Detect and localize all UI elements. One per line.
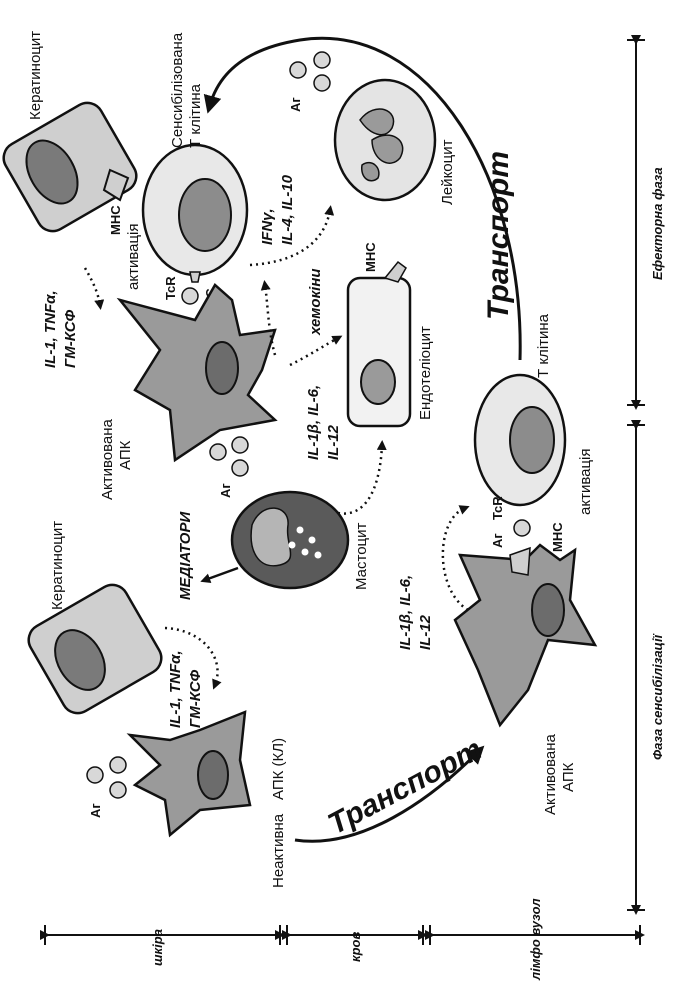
mast-cell: Мастоцит: [232, 492, 370, 590]
activated-apc-upper-label-1: Активована: [99, 418, 116, 500]
cytokines-t-2: IL-4, IL-10: [279, 174, 296, 245]
keratinocyte-top-label: Кератиноцит: [27, 31, 44, 120]
cytokines-apc-upper-1: IL-1β, IL-6,: [305, 385, 322, 460]
activation-top-label: активація: [125, 223, 142, 290]
mediators-label: МЕДІАТОРИ: [177, 511, 194, 600]
tcr-top-label: TcR: [163, 276, 178, 300]
leukocyte: Лейкоцит: [335, 80, 456, 205]
activated-apc-lower-label-2: АПК: [560, 762, 577, 792]
cytokines-apc-lower-1: IL-1β, IL-6,: [397, 575, 414, 650]
keratinocyte-bottom-label: Кератиноцит: [49, 521, 66, 610]
zone-axis: шкіра кров лімфо вузол: [45, 898, 640, 981]
endotheliocyte-label: Ендотеліоцит: [417, 326, 434, 420]
tcr-bottom-label: TcR: [490, 496, 505, 520]
activated-apc-lower-label-1: Активована: [542, 733, 559, 815]
zone-lymph-label: лімфо вузол: [528, 898, 543, 981]
t-cell-label: Т клітина: [535, 313, 552, 378]
chemokines-label: хемокіни: [307, 268, 324, 336]
mhc-top-label: MHC: [108, 205, 123, 235]
zone-skin-label: шкіра: [150, 929, 165, 966]
activated-apc-upper-label-2: АПК: [117, 440, 134, 470]
activation-bottom-label: активація: [577, 448, 594, 515]
keratinocyte-bottom: Кератиноцит: [23, 521, 167, 719]
cytokines-kerat-top-1: IL-1, TNFα,: [42, 290, 59, 368]
mhc-bottom-label: MHC: [550, 522, 565, 552]
effector-phase-label: Ефекторна фаза: [650, 167, 665, 280]
endotheliocyte: MHC Ендотеліоцит: [348, 242, 434, 426]
antigen-bottom-label: Аг: [88, 803, 103, 818]
cytokines-apc-upper-2: IL-12: [325, 424, 342, 460]
leukocyte-label: Лейкоцит: [439, 139, 456, 205]
antigen-upper-label: Аг: [218, 483, 233, 498]
mast-cell-label: Мастоцит: [353, 522, 370, 590]
transport-label-upper: Транспорт: [482, 151, 515, 320]
antigen-bottom: Аг: [87, 757, 126, 818]
t-cell: Т клітина активація TcR Аг MHC: [475, 313, 594, 552]
cytokines-kerat-bottom-1: IL-1, TNFα,: [167, 650, 184, 728]
activated-apc-lower: Активована АПК: [455, 545, 595, 815]
cytokines-apc-lower-2: IL-12: [417, 614, 434, 650]
cytokines-t-1: IFNγ,: [259, 208, 276, 245]
inactive-apc-label-2: АПК (КЛ): [270, 738, 287, 800]
phase-axis: Ефекторна фаза Фаза сенсибілізації: [627, 40, 665, 910]
antigen-top: Аг: [288, 52, 330, 112]
mediator-arrow: [205, 568, 238, 580]
cytokines-kerat-bottom-2: ГМ-КСФ: [187, 669, 204, 728]
sensitized-t-cell-label-2: Т клітина: [187, 83, 204, 148]
sensitized-t-cell-label-1: Сенсибілізована: [169, 32, 186, 148]
transport-label-lower: Транспорт: [323, 733, 488, 841]
inactive-apc: Неактивна АПК (КЛ): [130, 712, 287, 888]
cytokines-kerat-top-2: ГМ-КСФ: [62, 309, 79, 368]
antigen-top-label: Аг: [288, 97, 303, 112]
mhc-endo-label: MHC: [363, 242, 378, 272]
zone-blood-label: кров: [348, 932, 363, 962]
inactive-apc-label-1: Неактивна: [270, 813, 287, 888]
antigen-upper: Аг: [210, 437, 248, 498]
ag-bottom-label: Аг: [490, 533, 505, 548]
sensitization-phase-label: Фаза сенсибілізації: [650, 633, 665, 760]
